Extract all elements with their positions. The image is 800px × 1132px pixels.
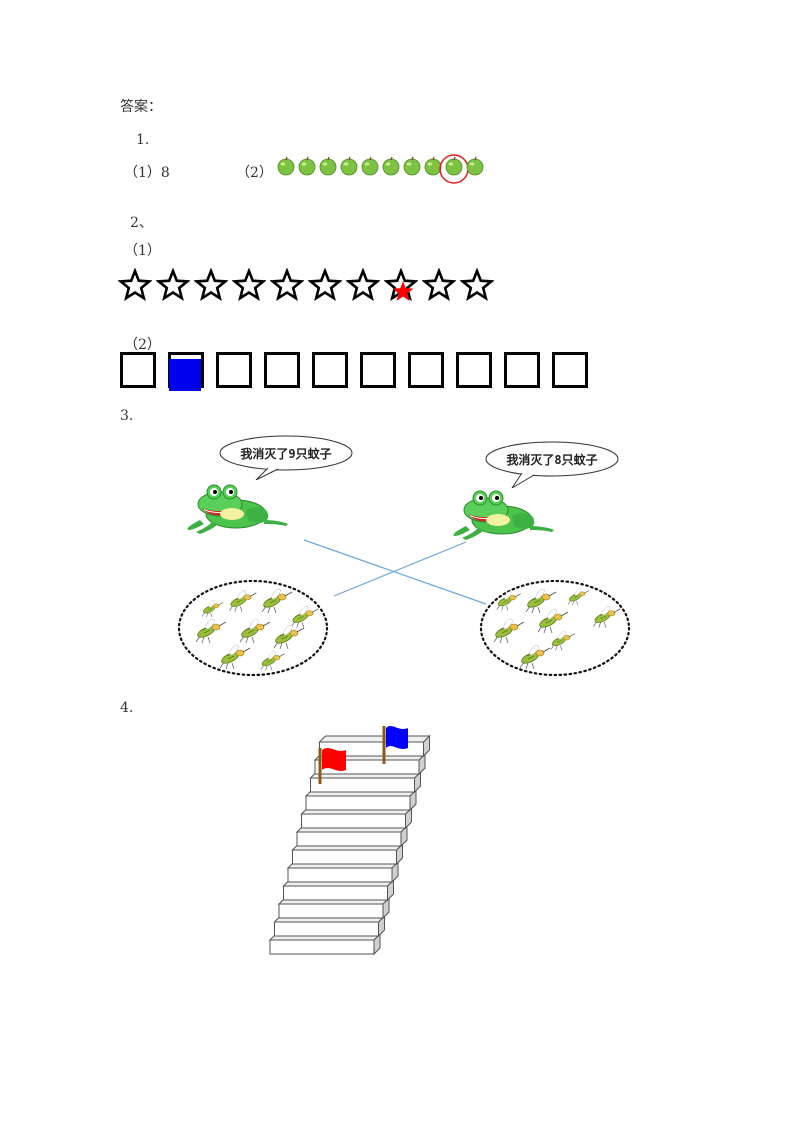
stair-step [291,842,404,866]
star-icon [269,267,305,302]
match-line-left-frog [303,539,487,605]
stair-step [282,878,395,902]
stair-step [309,770,422,794]
star-icon [155,267,191,302]
left-speech-text: 我消灭了9只蚊子 [240,446,332,461]
mosquito-icon [195,618,227,644]
question-2-part-1-label: （1） [124,243,161,259]
mosquito-icon [537,608,569,634]
apple-icon [297,156,317,176]
mosquito-icon [219,644,251,670]
mosquito-icon [260,651,285,671]
matching-lines [303,539,487,605]
frog-right-icon [453,490,554,540]
apple-icon [360,156,380,176]
right-speech-text: 我消灭了8只蚊子 [506,452,598,467]
star-icon [459,267,495,302]
mosquito-icon [261,588,293,614]
star-icon [193,267,229,302]
stair-step [300,806,413,830]
apple-icon [339,156,359,176]
mosquito-icon [567,588,590,606]
stair-step [304,788,418,812]
red-flag-icon [318,748,346,784]
apple-icon [423,156,443,176]
square-icon [408,352,444,388]
square-icon-highlighted [168,352,204,391]
question-3-number: 3. [120,408,134,424]
stair-step [295,824,409,848]
stair-step [268,932,382,956]
star-icon-highlighted [383,267,419,302]
answer-heading: 答案： [120,99,162,115]
star-icon [231,267,267,302]
left-speech-bubble: 我消灭了9只蚊子 [216,432,356,480]
stair-step [273,914,386,938]
question-1-part-2-label: （2） [236,165,273,181]
star-row [117,267,495,302]
question-1-number: 1. [136,132,150,148]
mosquito-icon [273,624,305,650]
apple-icon [276,156,296,176]
square-icon [456,352,492,388]
square-icon [120,352,156,388]
question-4-number: 4. [120,700,134,716]
apple-icon [318,156,338,176]
left-mosquito-group [177,579,329,677]
apple-row [276,154,485,184]
square-icon [216,352,252,388]
mosquito-icon [493,618,525,644]
mosquito-icon [201,600,224,618]
mosquito-icon [519,644,551,670]
right-speech-bubble: 我消灭了8只蚊子 [482,438,622,488]
right-mosquito-group [479,579,631,677]
star-icon [117,267,153,302]
square-icon [264,352,300,388]
frog-left-icon [187,484,288,534]
question-2-number: 2、 [130,215,153,231]
square-icon [312,352,348,388]
apple-icon [381,156,401,176]
square-row [120,352,588,391]
apple-icon [465,156,485,176]
question-2-part-2-label: （2） [124,337,161,353]
star-icon [421,267,457,302]
mosquito-icon [550,631,575,651]
blue-flag-icon [382,726,408,764]
staircase-diagram [268,726,431,956]
mosquito-icon [291,605,319,628]
mosquito-icon [525,588,557,614]
stair-step [277,896,391,920]
square-icon [504,352,540,388]
match-line-right-frog [333,541,467,597]
square-icon [360,352,396,388]
mosquito-icon [239,618,271,644]
apple-icon [402,156,422,176]
star-icon [345,267,381,302]
star-icon [307,267,343,302]
stair-step [286,860,400,884]
square-icon [552,352,588,388]
square-fill [169,359,201,391]
question-1-part-1-answer: （1）8 [124,165,170,181]
mosquito-icon [496,591,521,611]
mosquito-icon [593,605,621,628]
mosquito-icon [229,589,257,612]
